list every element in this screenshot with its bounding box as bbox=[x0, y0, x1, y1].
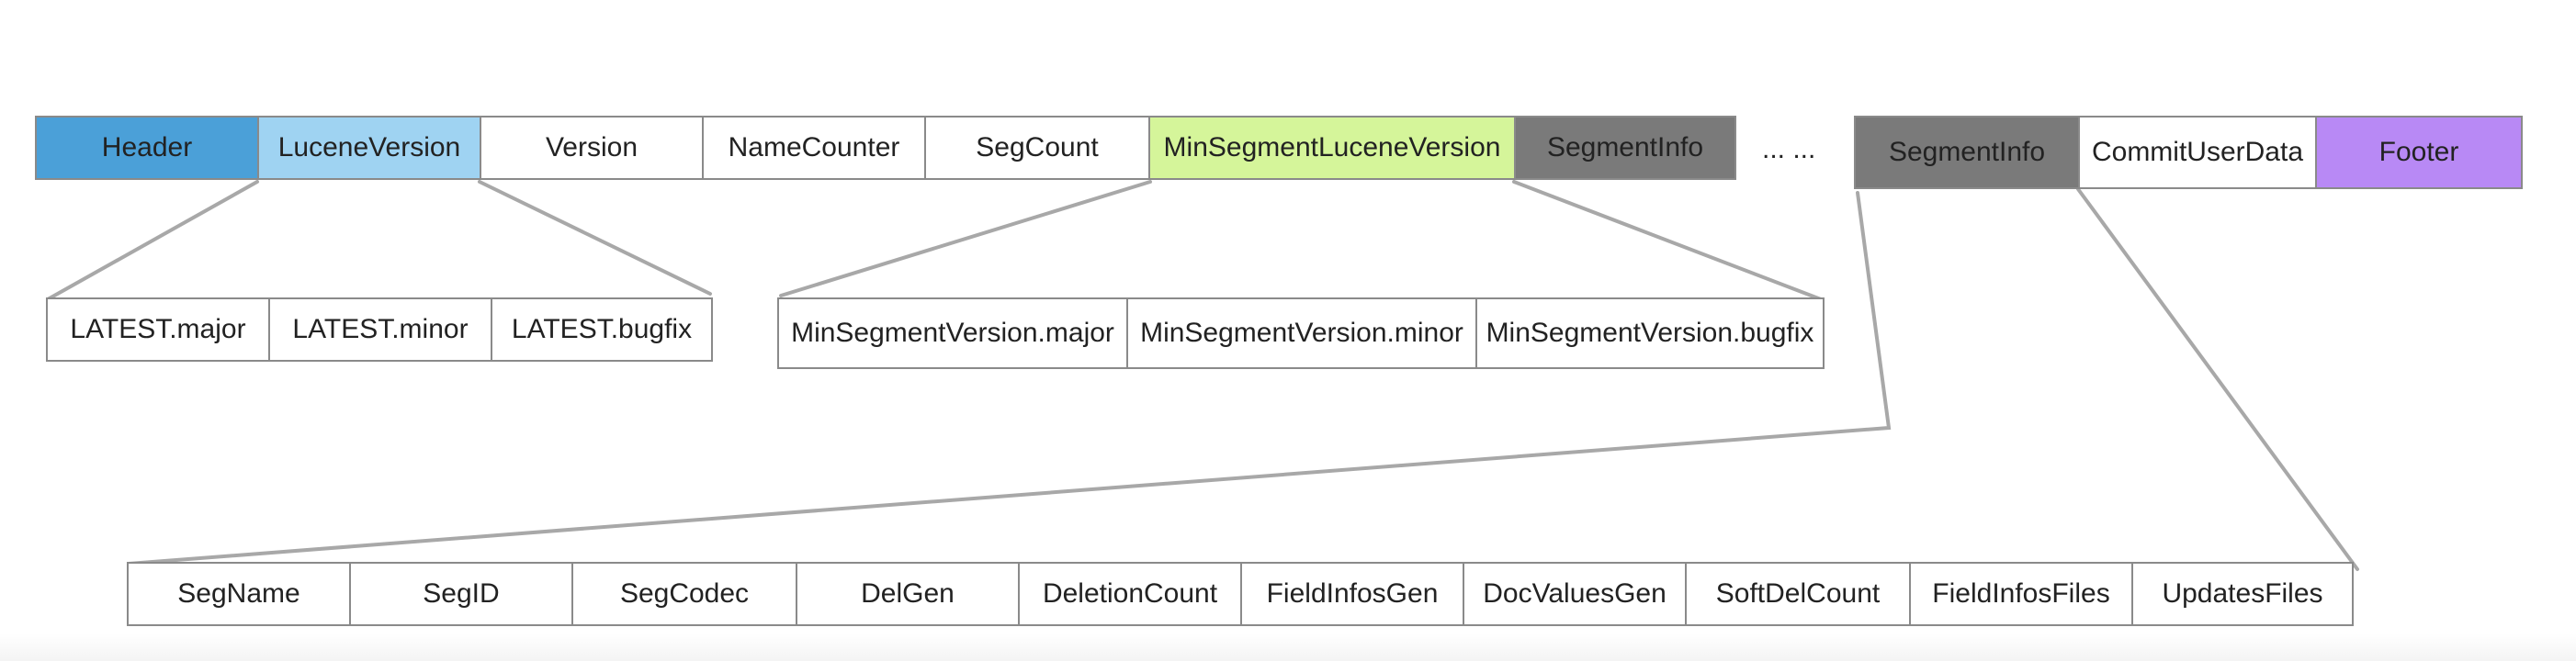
deletion-count-cell: DeletionCount bbox=[1018, 562, 1242, 626]
min-segment-version-minor-cell: MinSegmentVersion.minor bbox=[1126, 297, 1477, 369]
soft-del-count-cell: SoftDelCount bbox=[1685, 562, 1911, 626]
latest-major-cell: LATEST.major bbox=[46, 297, 270, 362]
segment-info-last-cell: SegmentInfo bbox=[1854, 116, 2080, 189]
del-gen-cell: DelGen bbox=[796, 562, 1020, 626]
lucene-version-cell: LuceneVersion bbox=[257, 116, 481, 180]
connector-lucene-left bbox=[46, 180, 259, 301]
segment-info-first-cell: SegmentInfo bbox=[1514, 116, 1736, 180]
footer-cell: Footer bbox=[2315, 116, 2523, 189]
connector-minsegment-left bbox=[779, 180, 1152, 297]
field-infos-gen-cell: FieldInfosGen bbox=[1240, 562, 1464, 626]
min-segment-version-major-cell: MinSegmentVersion.major bbox=[777, 297, 1128, 369]
connector-lucene-right bbox=[478, 180, 712, 296]
name-counter-cell: NameCounter bbox=[702, 116, 926, 180]
version-cell: Version bbox=[480, 116, 704, 180]
seg-count-cell: SegCount bbox=[924, 116, 1150, 180]
seg-codec-cell: SegCodec bbox=[571, 562, 797, 626]
connector-minsegment-right bbox=[1512, 180, 1823, 301]
header-cell: Header bbox=[35, 116, 259, 180]
connector-segmentinfo-right bbox=[2076, 187, 2359, 571]
updates-files-cell: UpdatesFiles bbox=[2131, 562, 2354, 626]
seg-name-cell: SegName bbox=[127, 562, 351, 626]
latest-minor-cell: LATEST.minor bbox=[268, 297, 492, 362]
commit-user-data-cell: CommitUserData bbox=[2078, 116, 2317, 189]
field-infos-files-cell: FieldInfosFiles bbox=[1909, 562, 2133, 626]
min-segment-lucene-version-cell: MinSegmentLuceneVersion bbox=[1148, 116, 1516, 180]
seg-id-cell: SegID bbox=[349, 562, 573, 626]
doc-values-gen-cell: DocValuesGen bbox=[1463, 562, 1687, 626]
connector-segmentinfo-down bbox=[127, 191, 1892, 566]
min-segment-version-bugfix-cell: MinSegmentVersion.bugfix bbox=[1475, 297, 1825, 369]
latest-bugfix-cell: LATEST.bugfix bbox=[491, 297, 713, 362]
segments-ellipsis: ... ... bbox=[1762, 134, 1816, 164]
